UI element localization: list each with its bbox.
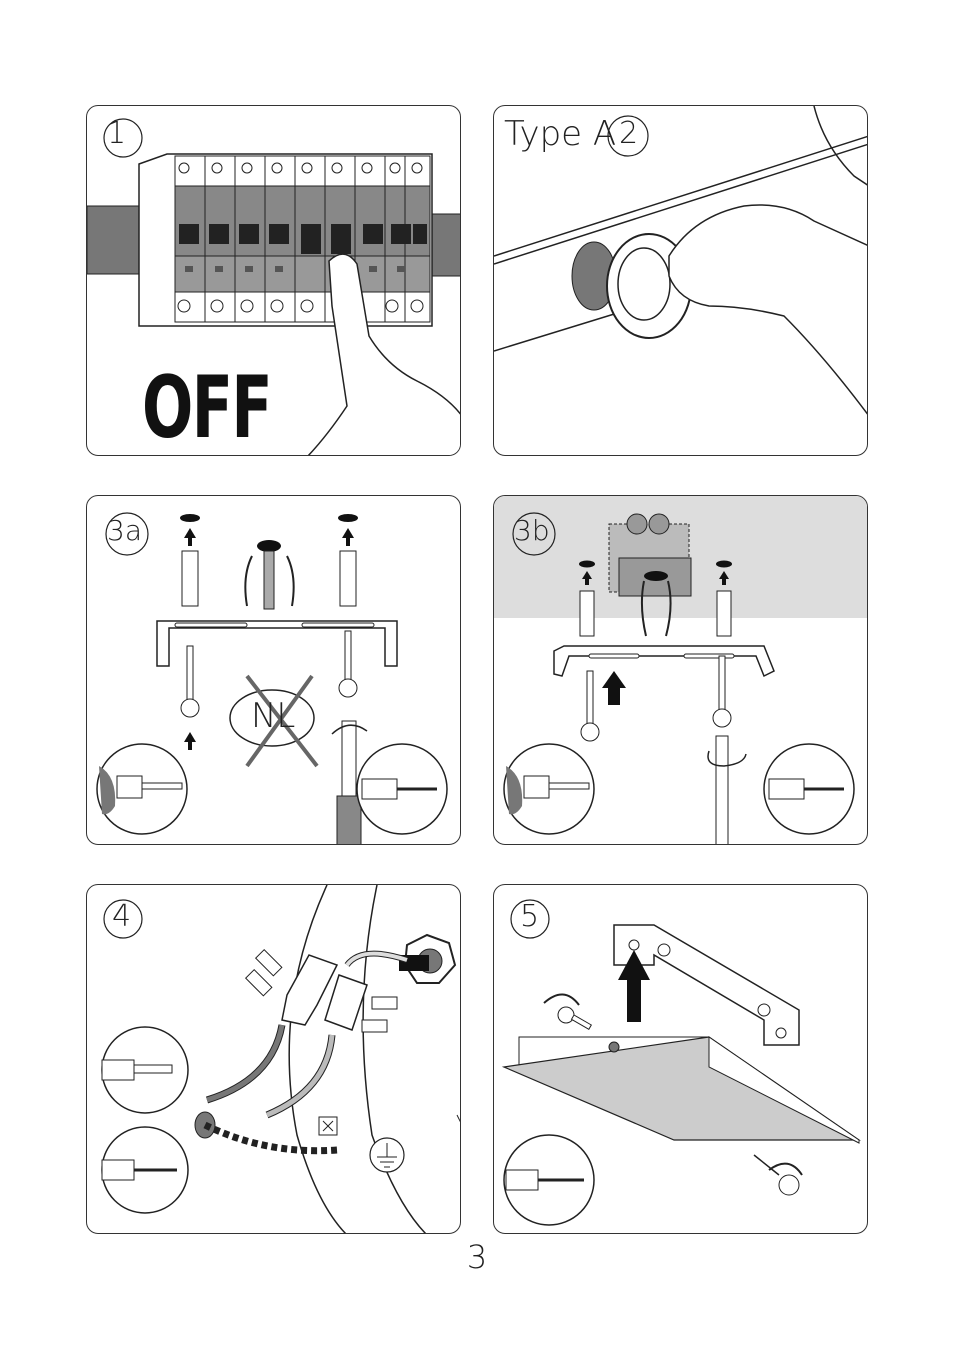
breaker-icon xyxy=(139,154,432,326)
connector-block-icon xyxy=(246,950,397,1032)
panel-step-3a: 3a NL xyxy=(86,495,461,845)
screwdriver-icon xyxy=(504,1135,594,1225)
step-number: 5 xyxy=(520,899,539,934)
off-label: OFF xyxy=(142,358,271,456)
bracket-icon xyxy=(614,925,799,1045)
panel-step-2: Type A 2 xyxy=(493,105,868,456)
grommet-illustration xyxy=(494,106,868,456)
step-number: 4 xyxy=(112,899,131,934)
screwdriver-icon xyxy=(357,744,447,834)
drill-icon xyxy=(504,744,594,834)
cable-illustration xyxy=(245,540,293,609)
panel-step-1: 1 OFF xyxy=(86,105,461,456)
page-number: 3 xyxy=(0,1238,954,1276)
screwdriver-icon xyxy=(764,744,854,834)
earth-icon xyxy=(370,1138,404,1172)
panel-step-5: 5 xyxy=(493,884,868,1234)
rotate-icon xyxy=(754,1155,802,1195)
step-number: 2 xyxy=(619,116,638,151)
step-number: 3a xyxy=(107,514,142,547)
screw-icon xyxy=(581,656,731,741)
step-number: 3b xyxy=(514,514,550,547)
drill-icon xyxy=(97,744,187,834)
type-label: Type A xyxy=(504,114,616,154)
arrow-up-icon xyxy=(602,671,626,705)
panel-step-4: 4 xyxy=(86,884,461,1234)
nut-icon xyxy=(399,935,455,983)
screw-icon xyxy=(558,1007,591,1029)
rotate-icon xyxy=(544,994,579,1005)
nl-warning-label: NL xyxy=(251,696,295,736)
screwdriver-icon xyxy=(102,1027,188,1213)
panel-step-3b: 3b xyxy=(493,495,868,845)
step-number-circle xyxy=(97,114,157,174)
